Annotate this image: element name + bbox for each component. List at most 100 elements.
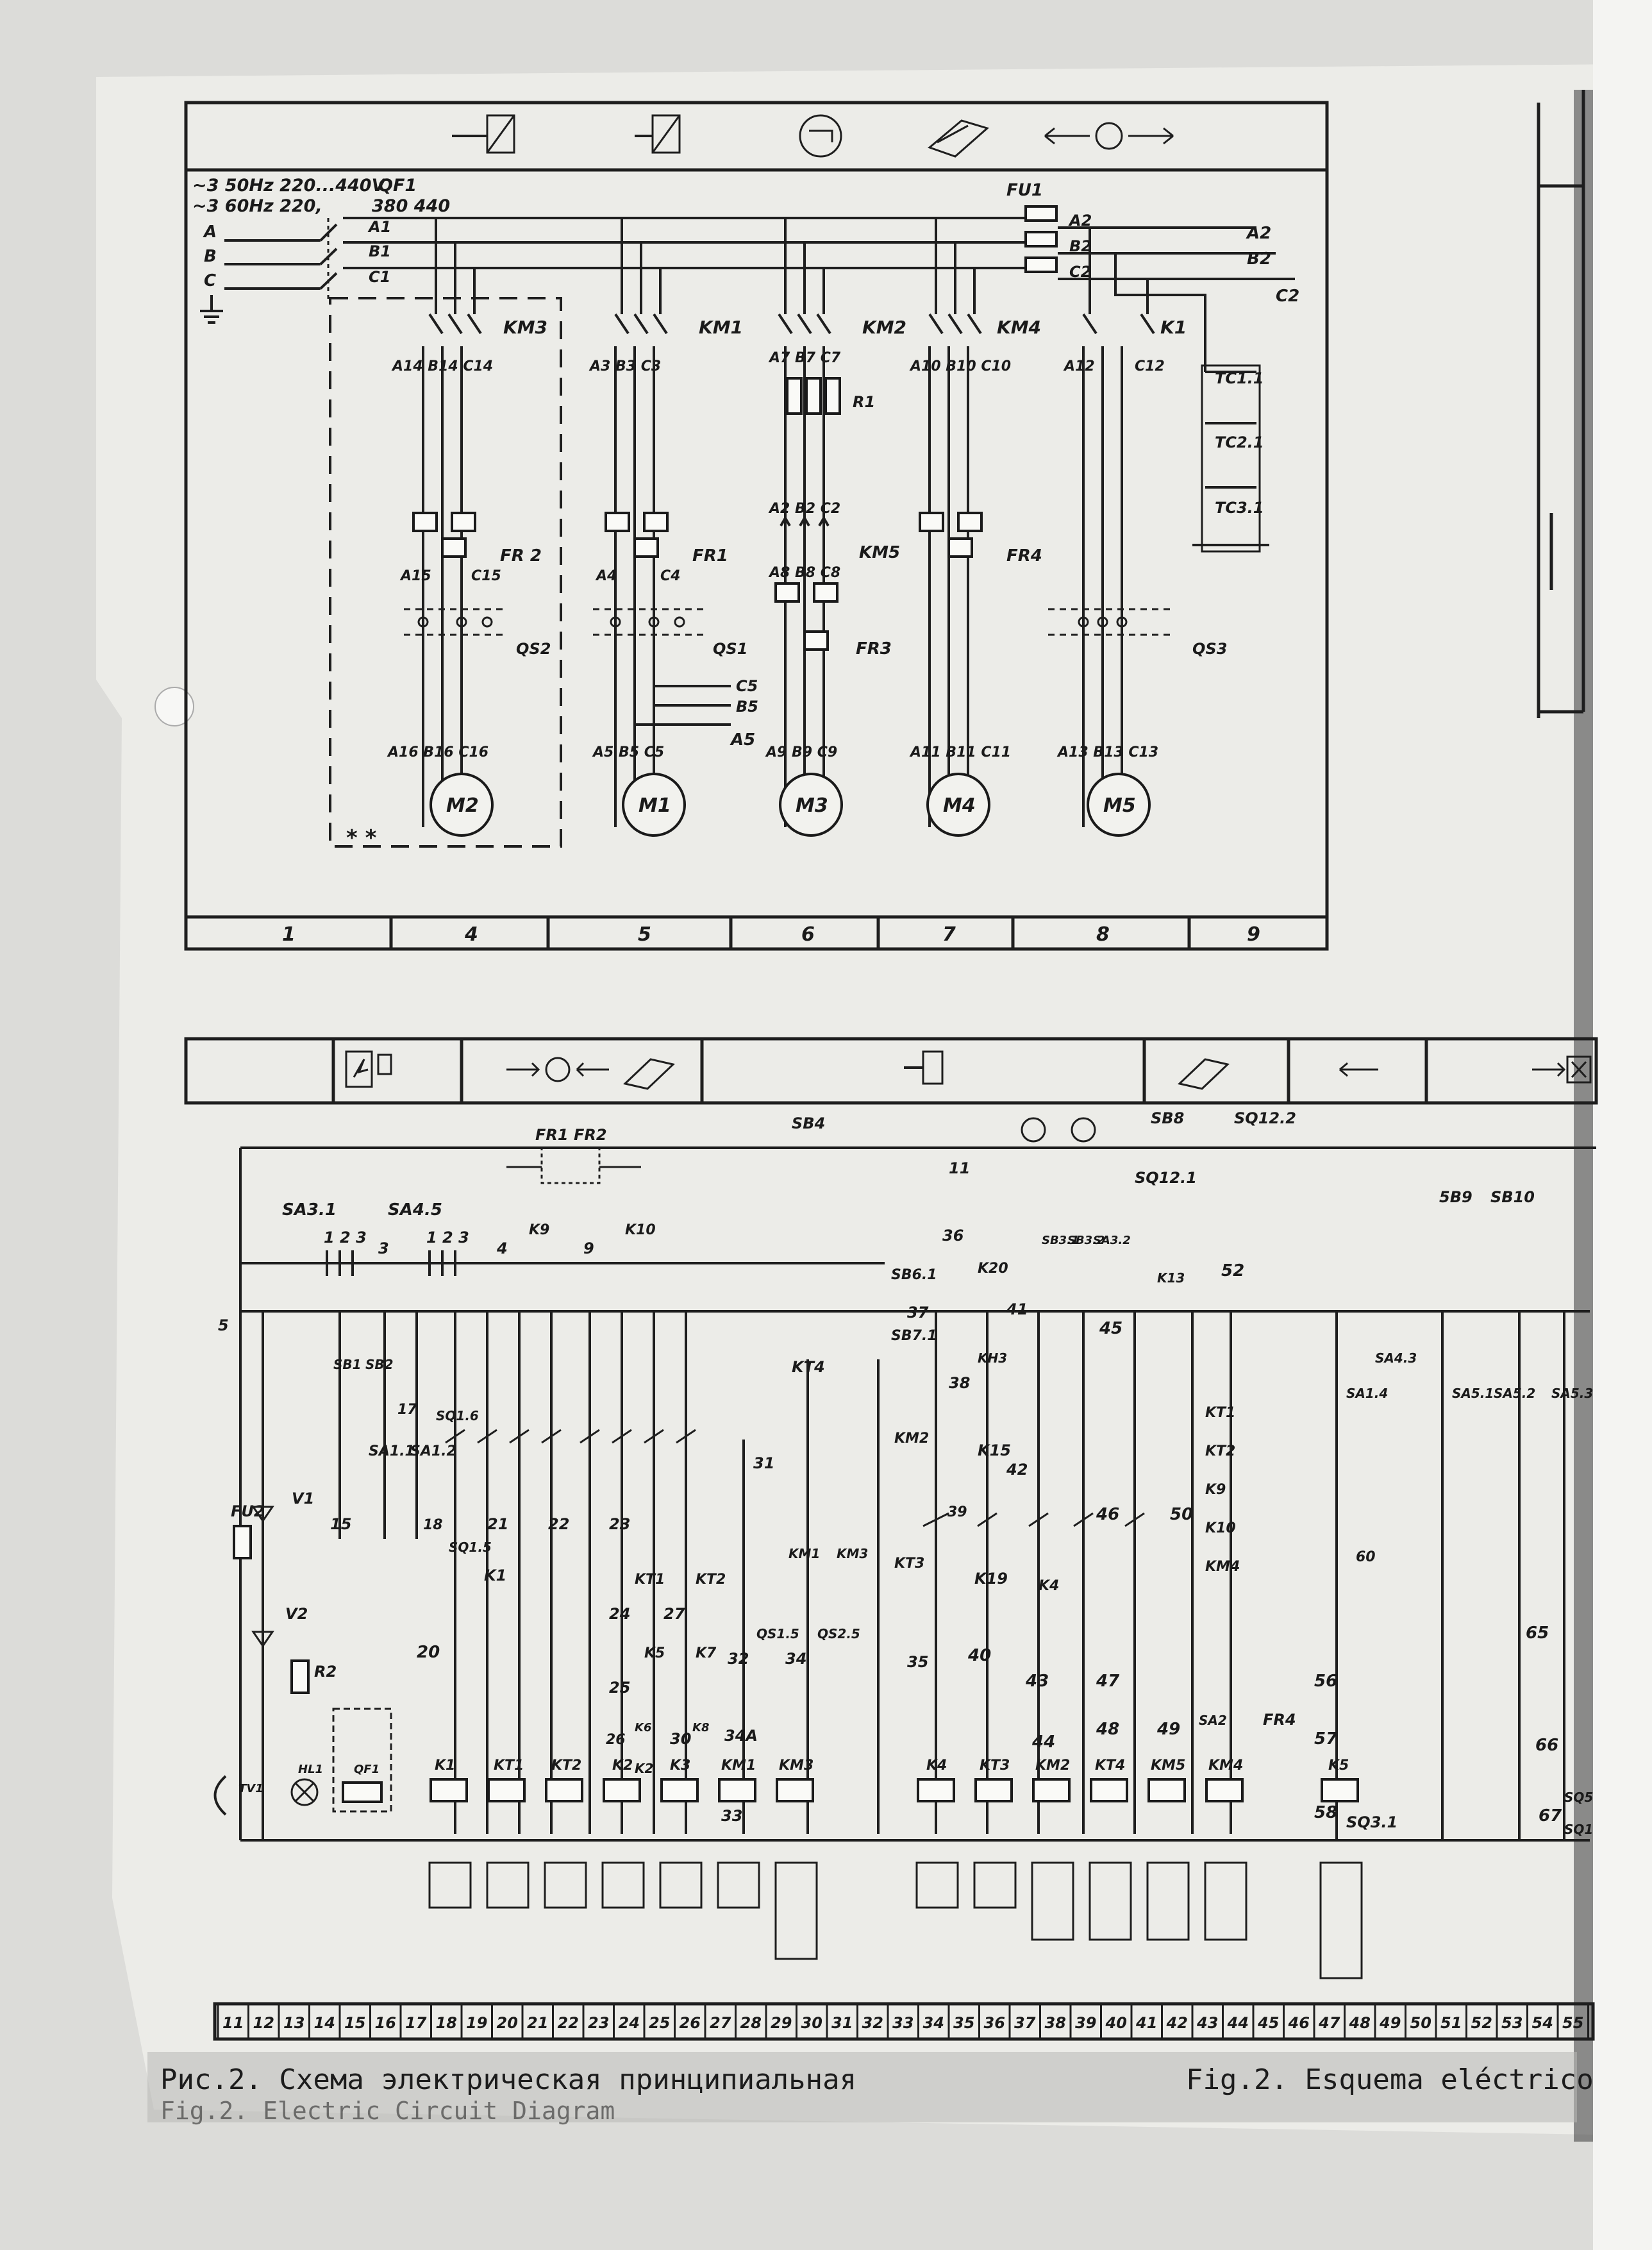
contact-k5: K5 (644, 1645, 665, 1661)
motor-m2: M2 (430, 773, 494, 837)
left-rail-components (213, 1506, 392, 1816)
zone-number: 24 (619, 2014, 640, 2032)
phase-b-label: B (204, 247, 217, 266)
contactor-km3-label: KM3 (503, 317, 547, 338)
contactor-k1-label: K1 (1160, 317, 1187, 338)
zone-number: 16 (375, 2014, 396, 2032)
contact-k7: K7 (696, 1645, 717, 1661)
coil-km2: KM2 (1032, 1758, 1071, 1802)
wire-58: 58 (1314, 1803, 1337, 1822)
zone-number: 11 (222, 2014, 244, 2032)
relay-fr1-label: FR1 (692, 546, 728, 566)
control-circuit: FR1 FR2 SB4 SB8 SQ12.2 SQ12.1 5B9 SB10 S… (184, 1037, 1598, 2041)
zone-number: 18 (436, 2014, 457, 2032)
wire-47: 47 (1096, 1672, 1120, 1691)
motor-m1-label: M1 (638, 794, 671, 817)
wire-56: 56 (1314, 1672, 1337, 1691)
qs1-out-a5: A5 (730, 730, 755, 750)
switch-qs1-label: QS1 (713, 640, 747, 658)
zone-4: 4 (464, 923, 478, 946)
switch-qs3-label: QS3 (1192, 640, 1227, 658)
lamp-hl1-label: HL1 (298, 1763, 323, 1776)
contact-sb6-1: SB6.1 (891, 1267, 937, 1283)
contact-k2: K2 (635, 1761, 653, 1776)
contact-sa5-1: SA5.1 (1452, 1386, 1494, 1401)
fr2-element-c (441, 537, 467, 558)
zone-number: 39 (1075, 2014, 1096, 2032)
fr3-element-c (803, 630, 829, 651)
contact-sa1-2: SA1.2 (410, 1443, 456, 1459)
zone-number: 44 (1227, 2014, 1249, 2032)
wire-23: 23 (609, 1515, 630, 1533)
zone-number: 13 (283, 2014, 305, 2032)
ladder-rungs (262, 1311, 1565, 1840)
contact-fr4: FR4 (1263, 1711, 1296, 1729)
breaker-qf1-label: QF1 (378, 176, 417, 196)
bus-a1-label: A1 (367, 218, 391, 236)
wire-27: 27 (663, 1605, 685, 1623)
arrow-box-icon (1532, 1055, 1592, 1084)
contact-sa1-1: SA1.1 (369, 1443, 415, 1459)
coil-kt4: KT4 (1090, 1758, 1128, 1802)
resistor-r1-c (824, 377, 841, 415)
ctl-label-fr1: FR1 (535, 1126, 569, 1144)
resistor-r1-b (805, 377, 822, 415)
contact-k1: K1 (484, 1566, 506, 1584)
wire-4: 4 (496, 1239, 508, 1257)
adjacent-sheet-fragment (1537, 90, 1585, 718)
qs1-out-c5: C5 (736, 677, 758, 695)
contact-k8: K8 (692, 1721, 709, 1734)
arrow-icon (1339, 1062, 1378, 1077)
zone-number: 53 (1501, 2014, 1523, 2032)
zone-number: 36 (984, 2014, 1005, 2032)
zone-number: 50 (1410, 2014, 1431, 2032)
contact-k9: K9 (529, 1222, 549, 1238)
wire-42: 42 (1006, 1461, 1028, 1479)
motor-m2-leads: A16 B16 C16 (387, 744, 488, 760)
label-a4: A4 (595, 568, 617, 584)
motor-m1: M1 (622, 773, 686, 837)
zone-number: 22 (558, 2014, 579, 2032)
wire-36: 36 (942, 1227, 964, 1245)
coil-km4-label: KM4 (1208, 1758, 1243, 1774)
zone-number: 19 (466, 2014, 487, 2032)
zone-number: 20 (497, 2014, 518, 2032)
out-a2-label: A2 (1068, 212, 1092, 230)
ctl-label-sq12-1: SQ12.1 (1135, 1169, 1197, 1187)
stop-arrow-icon (452, 114, 515, 154)
wire-41: 41 (1006, 1300, 1028, 1318)
relay-fr3-label: FR3 (856, 639, 892, 659)
wire-3: 3 (378, 1239, 389, 1257)
contact-sb3-1: SB3.1 (1042, 1234, 1080, 1247)
diode-v1: V1 (292, 1490, 314, 1507)
contact-sb2: SB2 (365, 1357, 394, 1372)
contact-sa5-3: SA5.3 (1551, 1386, 1593, 1401)
zone-number: 34 (923, 2014, 944, 2032)
contact-sq3-1: SQ3.1 (1346, 1813, 1398, 1831)
wire-66: 66 (1535, 1736, 1558, 1755)
motor-m2-label: M2 (446, 794, 479, 817)
zone-8: 8 (1096, 923, 1110, 946)
zone-6: 6 (801, 923, 815, 946)
power-zone-row: 1 4 5 6 7 8 9 (282, 917, 1260, 949)
relay-fr4-label: FR4 (1006, 546, 1042, 566)
selector-sa4-5-positions: 1 2 3 (426, 1229, 469, 1247)
contact-kt1: KT1 (635, 1572, 665, 1588)
wire-65: 65 (1526, 1624, 1549, 1643)
breaker-qf1 (319, 218, 338, 301)
zone-number: 27 (710, 2014, 731, 2032)
bus-b1-label: B1 (369, 242, 391, 260)
zone-number: 41 (1135, 2014, 1157, 2032)
zone-5: 5 (638, 923, 651, 946)
ctl-label-sq12-2: SQ12.2 (1234, 1109, 1296, 1127)
contact-sb1: SB1 (333, 1357, 362, 1372)
zone-cell (1556, 2002, 1589, 2040)
contact-k10-b: K10 (1205, 1520, 1236, 1536)
supply-label-1: ~3 50Hz 220...440V (192, 176, 387, 196)
zone-number: 45 (1257, 2014, 1279, 2032)
zone-number: 21 (527, 2014, 548, 2032)
zone-number: 37 (1014, 2014, 1036, 2032)
motor-m4-label: M4 (943, 794, 976, 817)
zone-number: 30 (801, 2014, 822, 2032)
